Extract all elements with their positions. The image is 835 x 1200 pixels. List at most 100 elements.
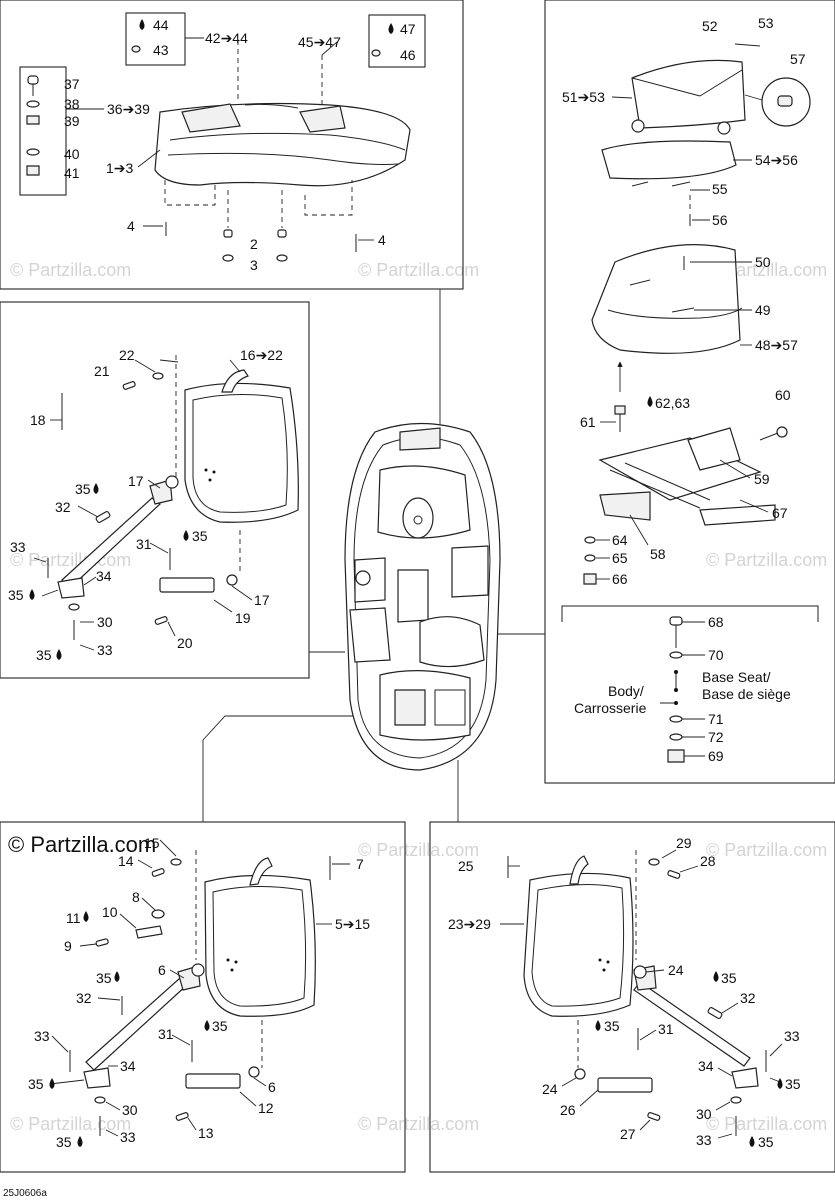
panel-lower-left-backrest — [0, 821, 406, 1173]
callout: 35 — [75, 481, 91, 497]
callout: 56 — [712, 212, 728, 228]
legend-body-fr: Carrosserie — [574, 700, 647, 716]
callout: 16➔22 — [240, 347, 283, 363]
callout: 69 — [708, 748, 724, 764]
callout: 43 — [153, 42, 169, 58]
callout: 32 — [740, 990, 756, 1006]
callout: 35 — [758, 1134, 774, 1150]
panel-driver-seat — [544, 0, 835, 784]
copyright: © Partzilla.com — [8, 832, 156, 857]
callout: 31 — [158, 1026, 174, 1042]
lower-left-backrest: © Partzilla.com — [8, 832, 350, 1137]
callout: 35 — [604, 1018, 620, 1034]
drawing-code: 25J0606a — [3, 1188, 47, 1199]
watermark: © Partzilla.com — [358, 260, 479, 280]
left-backrest-labels: 22 21 16➔22 18 17 35 32 31 35 33 34 35 1… — [8, 347, 283, 663]
callout: 17 — [128, 473, 144, 489]
lower-left-backrest-labels: 15 14 7 8 10 11 9 5➔15 6 35 32 31 35 33 … — [28, 835, 370, 1150]
legend-body: Body/ — [608, 683, 644, 699]
callout: 31 — [136, 536, 152, 552]
callout: 68 — [708, 614, 724, 630]
callout: 11 — [66, 910, 81, 926]
callout: 34 — [698, 1058, 714, 1074]
callout: 4 — [378, 232, 386, 248]
legend-base-seat-fr: Base de siège — [702, 686, 791, 702]
callout: 33 — [10, 539, 26, 555]
callout: 37 — [64, 76, 80, 92]
callout: 6 — [268, 1079, 276, 1095]
hardware-stack-box — [19, 66, 67, 196]
callout: 34 — [120, 1058, 136, 1074]
oil-drop-icon — [595, 971, 783, 1147]
callout: 33 — [784, 1028, 800, 1044]
callout: 49 — [755, 302, 771, 318]
callout: 12 — [258, 1100, 274, 1116]
callout-box-44 — [125, 12, 186, 66]
watermark: © Partzilla.com — [358, 1114, 479, 1134]
rear-bench-labels: 44 43 42➔44 45➔47 47 46 37 38 39 40 41 3… — [64, 17, 416, 273]
callout: 30 — [97, 614, 113, 630]
callout: 35 — [785, 1076, 801, 1092]
callout: 48➔57 — [755, 337, 798, 353]
oil-drop-icon — [139, 19, 394, 34]
watermark: © Partzilla.com — [706, 1114, 827, 1134]
callout: 30 — [696, 1106, 712, 1122]
callout: 25 — [458, 858, 474, 874]
callout: 35 — [212, 1018, 228, 1034]
callout: 5➔15 — [335, 916, 370, 932]
callout: 10 — [102, 904, 118, 920]
callout: 65 — [612, 550, 628, 566]
callout: 35 — [96, 970, 112, 986]
callout: 50 — [755, 254, 771, 270]
watermark: © Partzilla.com — [10, 260, 131, 280]
callout: 45➔47 — [298, 34, 341, 50]
callout: 23➔29 — [448, 916, 491, 932]
boat-hull — [344, 422, 501, 771]
callout: 35 — [721, 970, 737, 986]
oil-drop-icon — [647, 396, 653, 407]
callout: 64 — [612, 532, 628, 548]
callout: 44 — [153, 17, 169, 33]
callout-box-47 — [368, 14, 426, 68]
callout: 38 — [64, 96, 80, 112]
callout: 8 — [132, 889, 140, 905]
callout: 70 — [708, 647, 724, 663]
panel-lower-right-backrest — [429, 821, 835, 1173]
rear-bench-seat — [19, 12, 426, 262]
callout: 53 — [758, 15, 774, 31]
callout: 33 — [97, 642, 113, 658]
callout: 55 — [712, 181, 728, 197]
watermarks: © Partzilla.com © Partzilla.com © Partzi… — [10, 260, 827, 1134]
panel-rear-bench — [0, 0, 464, 290]
callout: 35 — [56, 1134, 72, 1150]
callout: 13 — [198, 1125, 214, 1141]
callout: 15 — [144, 835, 160, 851]
callout: 35 — [36, 647, 52, 663]
watermark: © Partzilla.com — [10, 550, 131, 570]
callout: 32 — [76, 990, 92, 1006]
lower-right-backrest — [500, 849, 783, 1139]
callout: 2 — [250, 236, 258, 252]
callout: 22 — [119, 347, 135, 363]
lower-right-backrest-labels: 25 29 28 23➔29 24 35 32 35 31 33 34 35 2… — [448, 835, 801, 1150]
callout: 47 — [400, 21, 416, 37]
watermark: © Partzilla.com — [706, 840, 827, 860]
callout: 35 — [192, 528, 208, 544]
callout: 59 — [754, 471, 770, 487]
callout: 40 — [64, 146, 80, 162]
callout: 29 — [676, 835, 692, 851]
callout: 17 — [254, 592, 270, 608]
callout: 35 — [28, 1076, 44, 1092]
callout: 7 — [356, 856, 364, 872]
oil-drop-icon — [29, 483, 189, 660]
callout: 24 — [542, 1081, 558, 1097]
callout: 54➔56 — [755, 152, 798, 168]
callout: 58 — [650, 546, 666, 562]
callout: 20 — [177, 635, 193, 651]
watermark: © Partzilla.com — [706, 550, 827, 570]
callout: 28 — [700, 853, 716, 869]
callout: 42➔44 — [205, 30, 248, 46]
driver-seat-labels: 52 53 57 51➔53 54➔56 55 56 50 49 48➔57 6… — [562, 15, 806, 764]
callout: 57 — [790, 51, 806, 67]
